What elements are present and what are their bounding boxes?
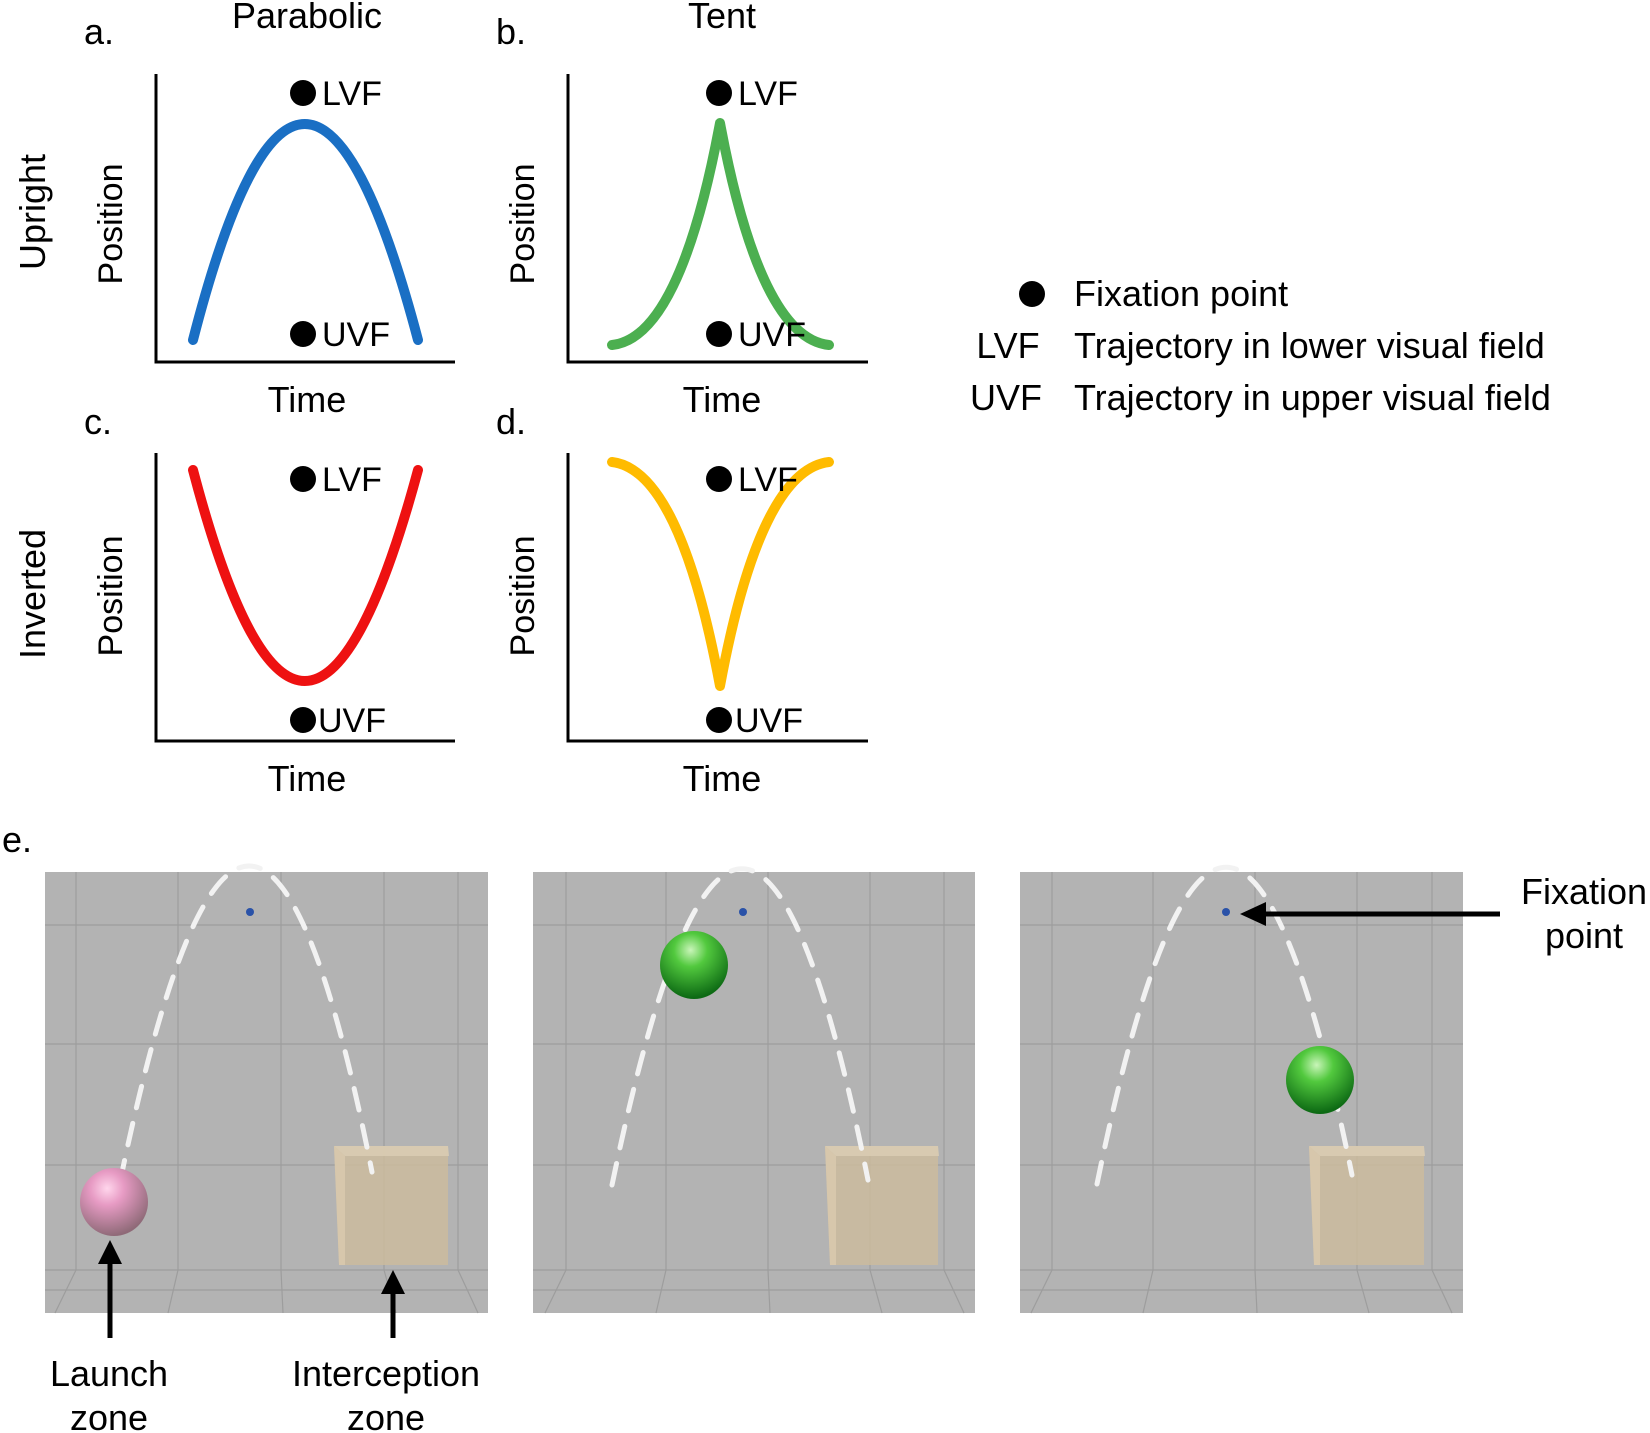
annotation-launch-line2: zone: [70, 1397, 148, 1433]
xlabel-d: Time: [683, 758, 762, 799]
xlabel-c: Time: [268, 758, 347, 799]
annotation-launch-line1: Launch: [50, 1353, 168, 1394]
axes-a: [154, 74, 455, 364]
fixation-point-3: [1222, 908, 1230, 916]
marker-uvf-b: UVF: [738, 316, 806, 354]
scene-descent: [1020, 864, 1463, 1314]
fixation-dot-uvf-b: [706, 321, 732, 347]
annotation-interception-line1: Interception: [292, 1353, 480, 1394]
trajectory-2: [609, 866, 871, 1188]
marker-lvf-d: LVF: [738, 461, 798, 499]
trajectory-1: [117, 863, 375, 1185]
panel-label-b: b.: [496, 11, 526, 52]
marker-lvf-a: LVF: [322, 75, 382, 113]
interception-box-1: [334, 1146, 449, 1265]
tent-upright-curve: [607, 118, 834, 350]
legend-uvf-key: UVF: [970, 377, 1042, 418]
legend-lvf-key: LVF: [976, 325, 1039, 366]
legend-lvf-desc: Trajectory in lower visual field: [1074, 325, 1545, 366]
axes-c: [154, 453, 455, 743]
axes-b: [566, 74, 868, 364]
marker-uvf-d: UVF: [735, 702, 803, 740]
fixation-point-2: [739, 908, 747, 916]
fixation-dot-uvf-a: [290, 321, 316, 347]
scene-midflight: [533, 866, 975, 1314]
parabolic-inverted-curve: [188, 465, 423, 686]
scene-grid-1: [45, 872, 488, 1314]
panel-label-a: a.: [84, 11, 114, 52]
panel-label-e: e.: [2, 819, 32, 860]
row-label-upright: Upright: [12, 154, 53, 270]
parabolic-upright-curve: [188, 119, 423, 345]
fixation-dot-lvf-c: [290, 466, 316, 492]
legend-uvf-desc: Trajectory in upper visual field: [1074, 377, 1551, 418]
marker-lvf-b: LVF: [738, 75, 798, 113]
legend-fixation-dot: [1019, 281, 1045, 307]
trajectory-3: [1094, 864, 1355, 1187]
marker-uvf-a: UVF: [322, 316, 390, 354]
interception-arrow: [381, 1270, 405, 1338]
annotation-interception-line2: zone: [347, 1397, 425, 1433]
launch-arrow: [98, 1240, 122, 1338]
ylabel-b: Position: [504, 164, 542, 285]
panel-d: Position Time LVF UVF: [504, 453, 868, 799]
ylabel-a: Position: [92, 164, 130, 285]
fixation-dot-uvf-c: [290, 707, 316, 733]
axes-d: [566, 453, 868, 743]
tent-inverted-curve: [607, 457, 834, 691]
legend: Fixation point LVF Trajectory in lower v…: [970, 273, 1551, 418]
xlabel-a: Time: [268, 379, 347, 420]
ylabel-d: Position: [504, 536, 542, 657]
midflight-ball-2: [1286, 1046, 1354, 1114]
panel-c: Position Time LVF UVF: [92, 453, 455, 799]
annotation-fixation-line2: point: [1545, 915, 1623, 956]
midflight-ball-1: [660, 931, 728, 999]
column-title-parabolic: Parabolic: [232, 0, 382, 36]
column-title-tent: Tent: [688, 0, 756, 36]
panel-label-c: c.: [84, 401, 112, 442]
scene-grid-2: [533, 872, 975, 1314]
fixation-dot-lvf-b: [706, 80, 732, 106]
marker-lvf-c: LVF: [322, 461, 382, 499]
fixation-arrow: [1240, 902, 1500, 926]
annotation-fixation-line1: Fixation: [1521, 871, 1647, 912]
legend-fixation-label: Fixation point: [1074, 273, 1288, 314]
interception-box-2: [825, 1146, 939, 1265]
panel-a: Position Time LVF UVF: [92, 74, 455, 420]
panel-label-d: d.: [496, 401, 526, 442]
fixation-point-1: [246, 908, 254, 916]
ylabel-c: Position: [92, 536, 130, 657]
interception-box-3: [1309, 1146, 1425, 1265]
launch-ball: [80, 1168, 148, 1236]
row-label-inverted: Inverted: [12, 529, 53, 659]
scene-launch: [45, 863, 488, 1314]
fixation-dot-lvf-d: [706, 466, 732, 492]
xlabel-b: Time: [683, 379, 762, 420]
panel-b: Position Time LVF UVF: [504, 74, 868, 420]
fixation-dot-lvf-a: [290, 80, 316, 106]
fixation-dot-uvf-d: [706, 707, 732, 733]
marker-uvf-c: UVF: [318, 702, 386, 740]
